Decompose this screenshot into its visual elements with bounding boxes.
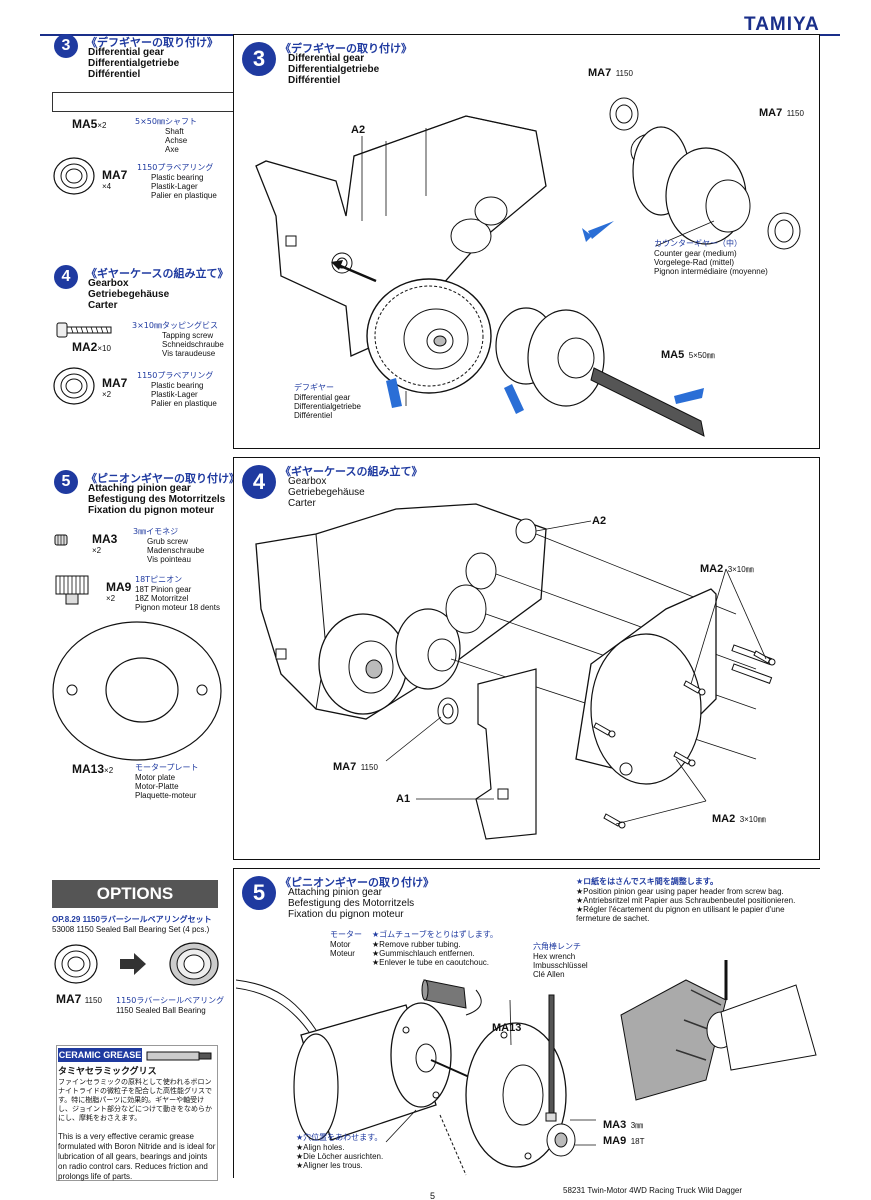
motor-plate-icon	[52, 621, 222, 761]
grease-tube-icon	[146, 1051, 212, 1061]
p5-ma9-label: MA9 18T	[603, 1135, 645, 1147]
p4-ma2b-label: MA2 3×10㎜	[712, 813, 766, 825]
page-number: 5	[430, 1191, 436, 1200]
panel-4-badge: 4	[242, 465, 276, 499]
ma3-code: MA3×2	[92, 532, 118, 555]
grease-body-en: This is a very effective ceramic grease …	[58, 1132, 216, 1181]
step-5-title-jp: 《ピニオンギヤーの取り付け》	[86, 472, 240, 485]
option-from-code: MA7 1150	[56, 992, 102, 1006]
p3-a2-label: A2	[351, 124, 366, 136]
align-holes-note: ★穴位置をあわせます。 ★Align holes. ★Die Löcher au…	[296, 1133, 384, 1170]
step-4-badge: 4	[54, 265, 78, 289]
ma9-code: MA9×2	[106, 580, 132, 603]
p3-ma7b-label: MA7 1150	[759, 107, 804, 119]
grub-screw-icon	[54, 534, 68, 546]
step-4-title-jp: 《ギヤーケースの組み立て》	[86, 267, 229, 280]
motor-label: モーター Motor Moteur	[330, 930, 362, 958]
p4-ma7-label: MA7 1150	[333, 761, 378, 773]
diff-gear-label: デフギヤー Differential gear Differentialgetr…	[294, 383, 362, 420]
ma2-desc: 3×10㎜タッピングビス Tapping screw Schneidschrau…	[132, 321, 224, 358]
p5-ma13-label: MA13	[492, 1022, 522, 1034]
hex-wrench-label: 六角棒レンチ Hex wrench Imbusschlüssel Clé All…	[533, 942, 588, 979]
panel-3-badge: 3	[242, 42, 276, 76]
p4-a1-label: A1	[396, 793, 411, 805]
footer-model: 58231 Twin-Motor 4WD Racing Truck Wild D…	[563, 1186, 743, 1195]
grease-body-jp: ファインセラミックの原料として使われるボロンナイトライドの微粒子を配合した高性能…	[58, 1078, 212, 1122]
ma5-code: MA5×2	[72, 117, 107, 131]
brand-logo: TAMIYA	[744, 14, 820, 35]
ma5-desc: 5×50㎜シャフト Shaft Achse Axe	[135, 117, 197, 154]
ceramic-grease-box	[56, 1045, 218, 1181]
ma7-desc-a: 1150プラベアリング Plastic bearing Plastik-Lage…	[137, 163, 217, 200]
tapping-screw-icon	[56, 322, 112, 338]
p4-ma2a-label: MA2 3×10㎜	[700, 563, 754, 575]
p4-a2-label: A2	[592, 515, 607, 527]
option-to-desc: 1150ラバーシールベアリング 1150 Sealed Ball Bearing	[116, 996, 225, 1015]
ma7-desc-b: 1150プラベアリング Plastic bearing Plastik-Lage…	[137, 371, 217, 408]
options-header: OPTIONS	[52, 880, 218, 908]
rubber-tube-note: ★ゴムチューブをとりはずします。 ★Remove rubber tubing. …	[372, 930, 498, 967]
differential-gear-drawing	[255, 97, 801, 437]
ma2-code: MA2×10	[72, 340, 111, 354]
panel-step-5	[233, 868, 820, 1178]
grease-logo: CERAMIC GREASE	[58, 1048, 142, 1062]
paper-header-note: ★ロ紙をはさんでスキ間を調整します。 ★Position pinion gear…	[576, 877, 796, 923]
step-5-badge: 5	[54, 470, 78, 494]
step-3-badge: 3	[54, 34, 78, 58]
p5-ma3-label: MA3 3㎜	[603, 1119, 644, 1131]
ma7-code-b: MA7×2	[102, 376, 128, 399]
bearing-upgrade-diagram	[54, 942, 219, 986]
step-3-title-jp: 《デフギヤーの取り付け》	[86, 36, 218, 49]
panel-4-title-jp: 《ギヤーケースの組み立て》	[280, 465, 423, 478]
ma13-code: MA13×2	[72, 762, 114, 776]
panel-5-badge: 5	[242, 876, 276, 910]
panel-5-title-jp: 《ピニオンギヤーの取り付け》	[280, 876, 434, 889]
panel-3-title-jp: 《デフギヤーの取り付け》	[280, 42, 412, 55]
pinion-assembly-drawing	[236, 960, 817, 1176]
options-item: OP.8.29 1150ラバーシールベアリングセット 53008 1150 Se…	[52, 915, 212, 934]
counter-gear-label: カウンターギヤー（中） Counter gear (medium) Vorgel…	[654, 239, 768, 276]
bearing-icon	[53, 157, 95, 195]
ma7-code-a: MA7×4	[102, 168, 128, 191]
bearing-icon	[53, 367, 95, 405]
ma13-desc: モータープレート Motor plate Motor-Platte Plaque…	[135, 763, 199, 800]
parts-bag-box	[52, 92, 254, 112]
pinion-gear-icon	[55, 575, 89, 605]
grease-title-jp: タミヤセラミックグリス	[58, 1067, 157, 1077]
ma3-desc: 3㎜イモネジ Grub screw Madenschraube Vis poin…	[133, 527, 205, 564]
gearbox-assembly-drawing	[255, 503, 776, 840]
ma9-desc: 18Tピニオン 18T Pinion gear 18Z Motorritzel …	[135, 575, 220, 612]
p3-ma5-label: MA5 5×50㎜	[661, 349, 715, 361]
p3-ma7a-label: MA7 1150	[588, 67, 633, 79]
